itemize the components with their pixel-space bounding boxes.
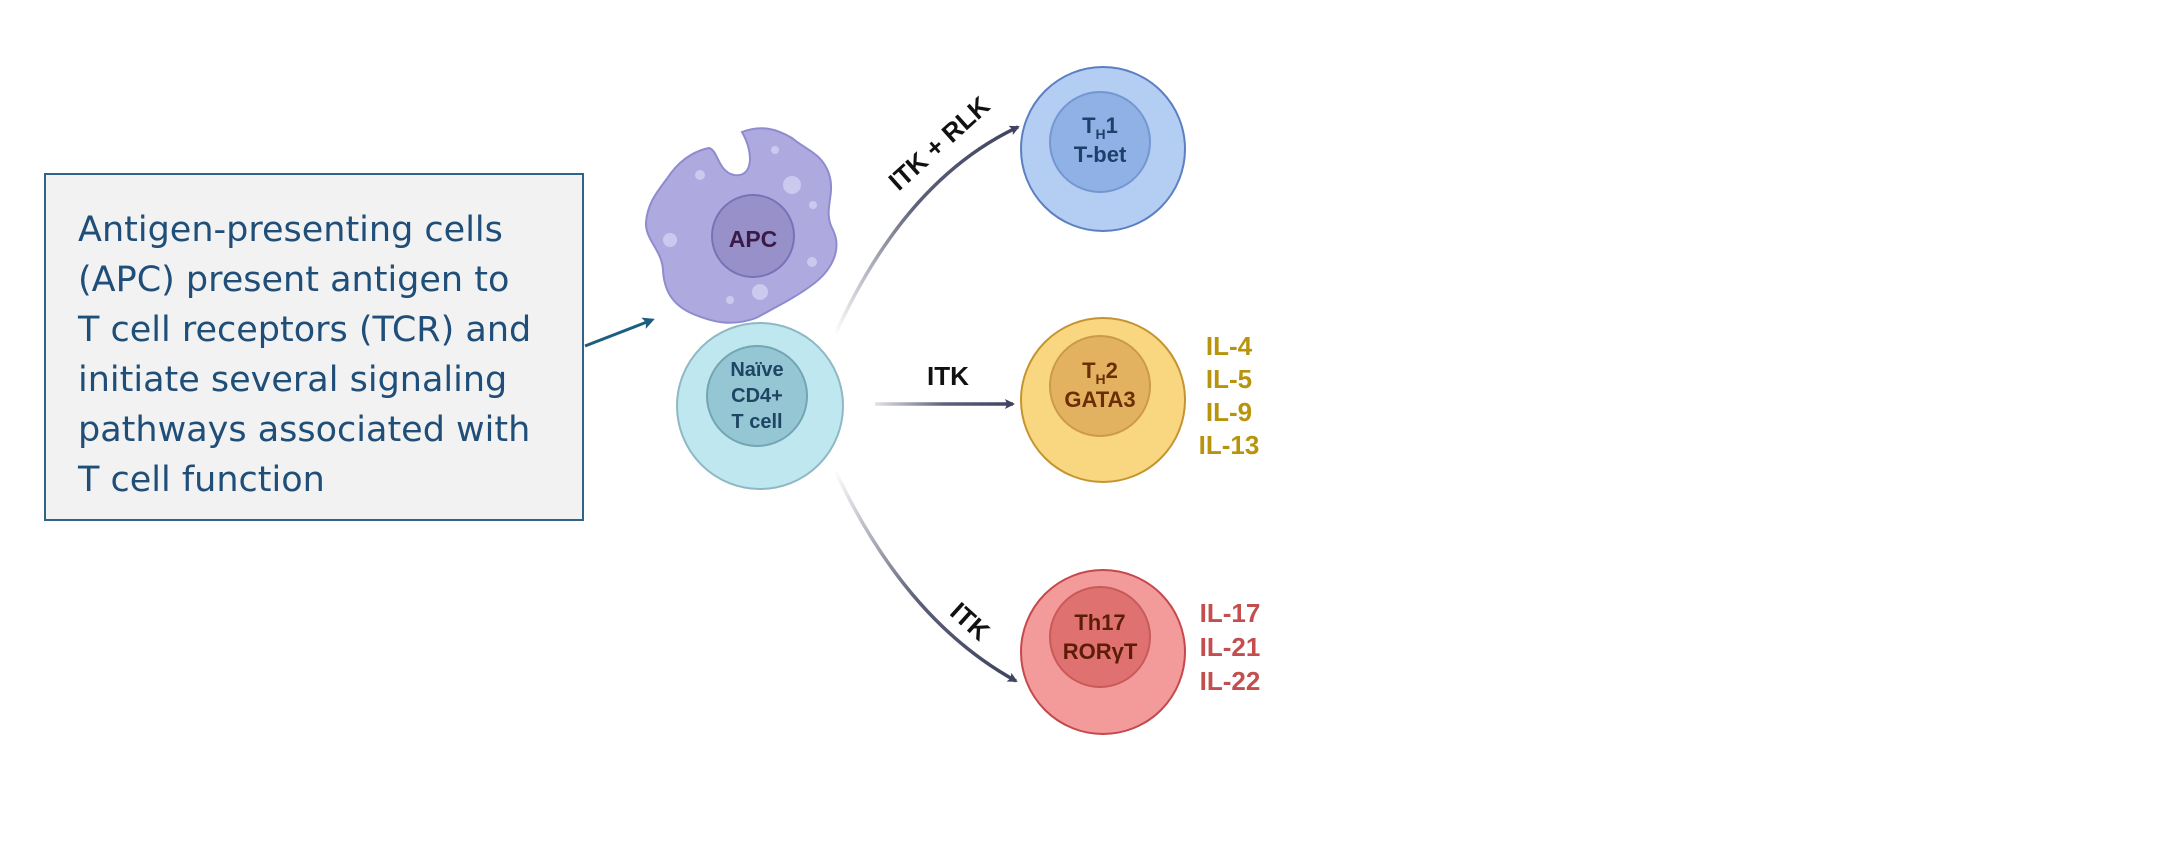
th17-label: Th17 [1074, 610, 1125, 635]
th17-cell: Th17 RORγT [1020, 569, 1186, 735]
th2-cell: TH2 GATA3 [1020, 317, 1186, 483]
apc-nucleus [711, 194, 795, 278]
naive-label-line: CD4+ [731, 385, 783, 407]
cytokine-label: IL-9 [1206, 397, 1252, 427]
th17-cytokines: IL-17 IL-21 IL-22 [1200, 598, 1261, 696]
info-line: pathways associated with [78, 410, 531, 450]
th2-cytokines: IL-4 IL-5 IL-9 IL-13 [1199, 331, 1260, 460]
naive-nucleus [706, 345, 808, 447]
th1-factor: T-bet [1074, 142, 1127, 167]
naive-label-line: Naïve [730, 359, 783, 381]
th2-nucleus [1049, 335, 1151, 437]
pathway-arrow-th1 [833, 125, 1020, 336]
info-line: T cell receptors (TCR) and [78, 310, 532, 350]
info-arrow [584, 317, 655, 348]
cytokine-label: IL-13 [1199, 430, 1260, 460]
info-line: Antigen-presenting cells [78, 210, 503, 250]
info-box: Antigen-presenting cells (APC) present a… [44, 173, 584, 521]
cytokine-label: IL-4 [1206, 331, 1253, 361]
cytokine-label: IL-5 [1206, 364, 1252, 394]
info-line: initiate several signaling [78, 360, 508, 400]
naive-label-line: T cell [731, 411, 782, 433]
apc-vesicles [663, 146, 817, 304]
cytokine-label: IL-17 [1200, 598, 1261, 628]
th2-label: TH2 [1082, 358, 1118, 387]
th2-factor: GATA3 [1064, 387, 1135, 412]
kinase-label-th17: ITK [944, 596, 995, 646]
cytokine-label: IL-22 [1200, 666, 1261, 696]
th17-factor: RORγT [1063, 639, 1138, 664]
apc-label: APC [729, 226, 778, 252]
kinase-label-th2: ITK [927, 361, 969, 391]
apc-cell: APC [644, 127, 838, 324]
th1-label: TH1 [1082, 113, 1118, 142]
info-line: T cell function [78, 460, 325, 500]
th1-cell: TH1 T-bet [1020, 66, 1186, 232]
th1-nucleus [1049, 91, 1151, 193]
cytokine-label: IL-21 [1200, 632, 1261, 662]
info-line: (APC) present antigen to [78, 260, 510, 300]
naive-t-cell: Naïve CD4+ T cell [676, 322, 844, 490]
pathway-arrow-th17 [833, 469, 1018, 683]
th17-nucleus [1049, 586, 1151, 688]
